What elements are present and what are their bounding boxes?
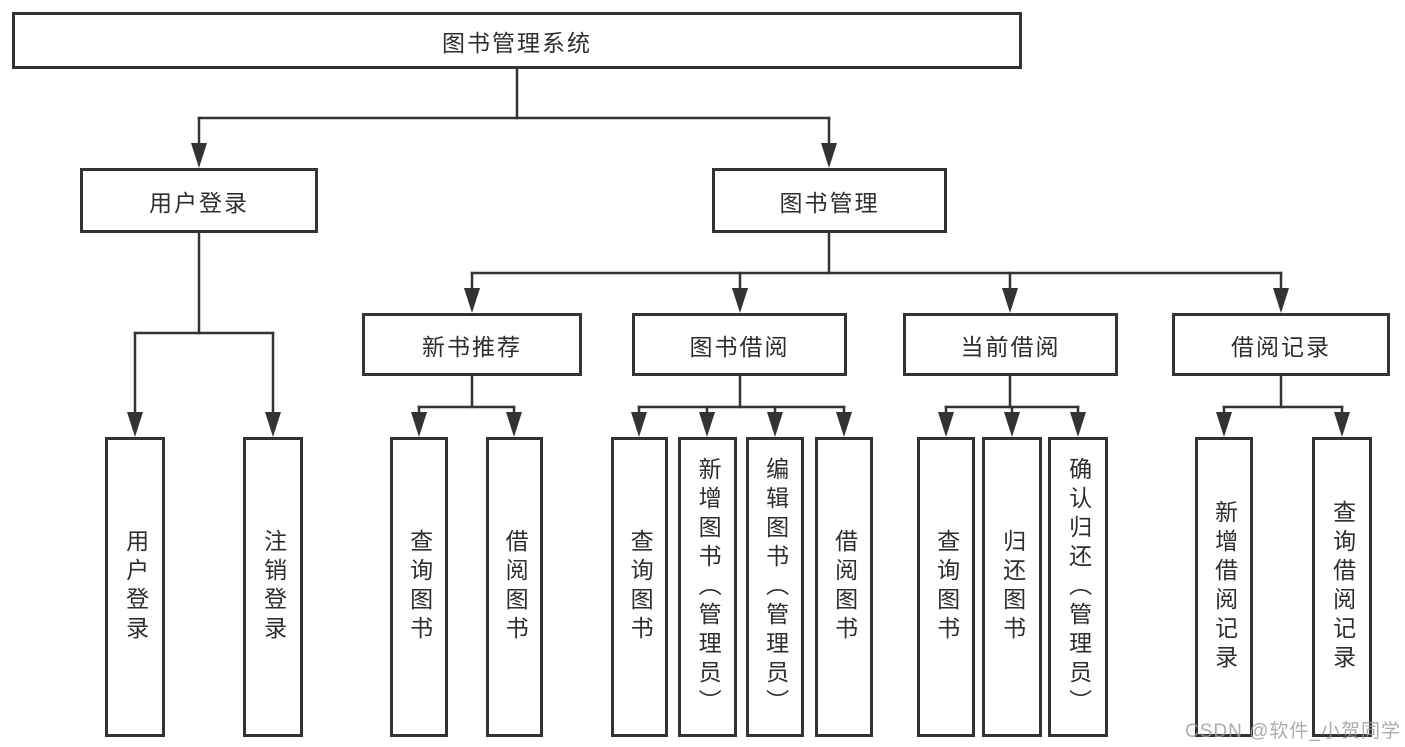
leaf-label: 编辑图书（管理员）: [762, 456, 789, 718]
leaf-confirm-return-admin: 确认归还（管理员）: [1048, 437, 1108, 737]
leaf-label: 新增借阅记录: [1211, 500, 1238, 674]
leaf-label: 新增图书（管理员）: [695, 456, 722, 718]
node-new-book-recommend: 新书推荐: [362, 313, 582, 376]
leaf-borrow-books-recommend: 借阅图书: [486, 437, 543, 737]
leaf-add-borrow-record: 新增借阅记录: [1195, 437, 1253, 737]
leaf-label: 归还图书: [999, 529, 1026, 645]
csdn-watermark: CSDN @软件_小贺同学: [1185, 721, 1401, 742]
leaf-label: 借阅图书: [502, 529, 529, 645]
leaf-label: 用户登录: [122, 529, 149, 645]
node-book-management: 图书管理: [712, 168, 947, 233]
node-borrow-records: 借阅记录: [1172, 313, 1390, 376]
leaf-borrow-books: 借阅图书: [815, 437, 873, 737]
leaf-query-borrow-record: 查询借阅记录: [1312, 437, 1372, 737]
leaf-label: 查询图书: [406, 529, 433, 645]
leaf-edit-books-admin: 编辑图书（管理员）: [746, 437, 804, 737]
leaf-label: 查询借阅记录: [1329, 500, 1356, 674]
leaf-query-books-current: 查询图书: [917, 437, 975, 737]
leaf-add-books-admin: 新增图书（管理员）: [678, 437, 737, 737]
leaf-label: 借阅图书: [831, 529, 858, 645]
node-book-borrow: 图书借阅: [632, 313, 847, 376]
node-user-login: 用户登录: [80, 168, 318, 233]
leaf-user-login: 用户登录: [105, 437, 165, 737]
node-root: 图书管理系统: [12, 12, 1022, 69]
leaf-query-books-borrow: 查询图书: [611, 437, 668, 737]
leaf-return-books: 归还图书: [982, 437, 1042, 737]
leaf-label: 注销登录: [260, 529, 287, 645]
leaf-logout: 注销登录: [243, 437, 303, 737]
leaf-query-books-recommend: 查询图书: [390, 437, 448, 737]
node-current-borrow: 当前借阅: [903, 313, 1118, 376]
leaf-label: 查询图书: [627, 529, 654, 645]
leaf-label: 查询图书: [933, 529, 960, 645]
leaf-label: 确认归还（管理员）: [1065, 456, 1092, 718]
